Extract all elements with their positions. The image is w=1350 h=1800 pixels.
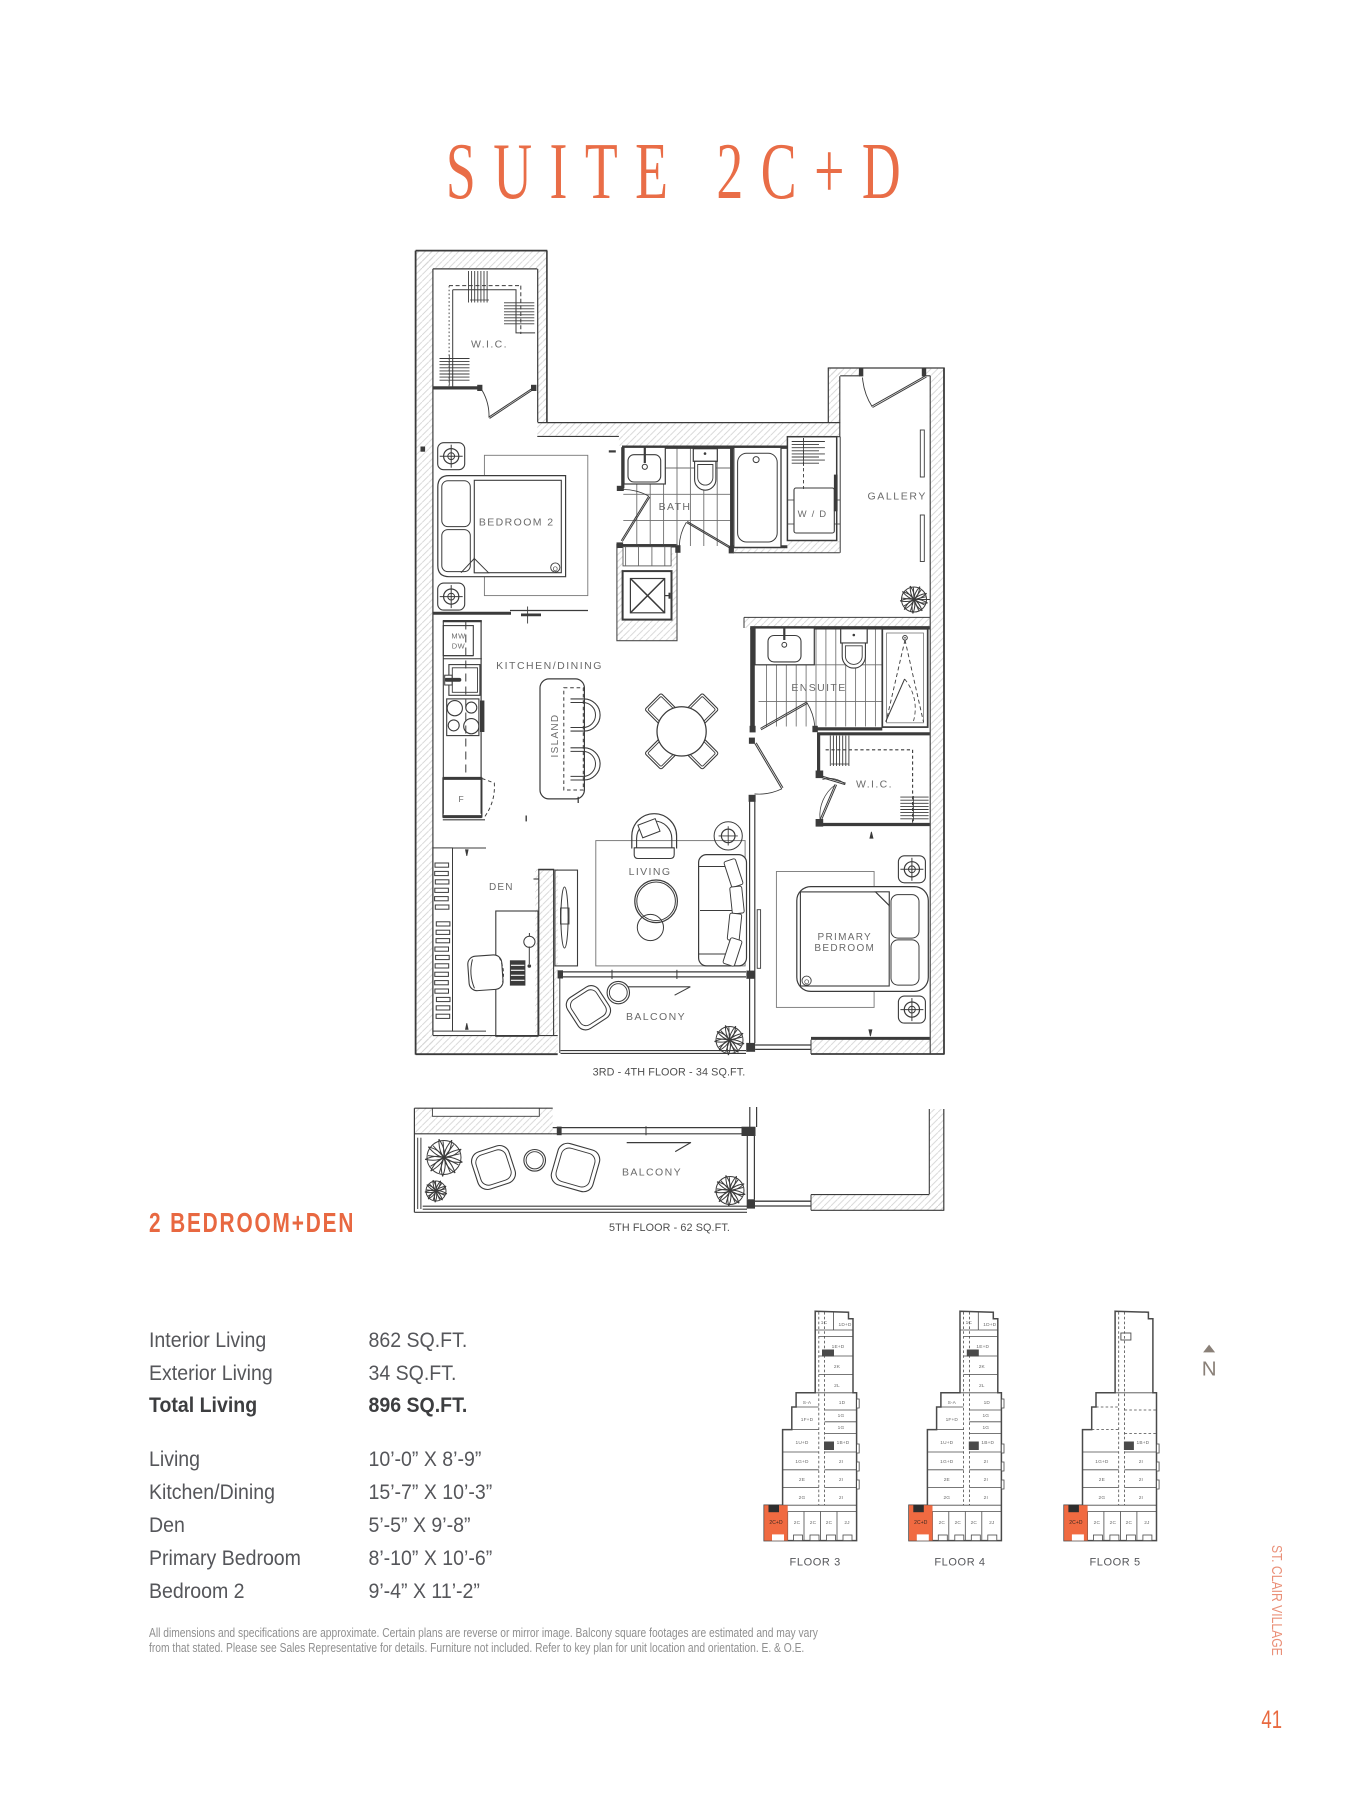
svg-text:1E+D: 1E+D <box>832 1344 845 1350</box>
svg-text:2C: 2C <box>794 1520 801 1526</box>
svg-text:2I: 2I <box>984 1495 988 1501</box>
svg-text:F: F <box>458 794 464 804</box>
svg-text:2G: 2G <box>1099 1495 1106 1501</box>
svg-text:2G: 2G <box>799 1495 806 1501</box>
svg-text:1D+D: 1D+D <box>983 1322 996 1328</box>
svg-text:2L: 2L <box>834 1383 840 1389</box>
svg-text:KITCHEN/DINING: KITCHEN/DINING <box>496 660 603 672</box>
svg-text:S-A: S-A <box>948 1400 957 1406</box>
svg-text:LIVING: LIVING <box>629 866 672 878</box>
svg-text:2C+D: 2C+D <box>769 1520 783 1526</box>
svg-text:MW: MW <box>451 632 466 641</box>
svg-text:1U+D: 1U+D <box>940 1440 953 1446</box>
svg-text:2E: 2E <box>944 1477 950 1483</box>
svg-text:2L: 2L <box>979 1383 985 1389</box>
svg-text:FLOOR 3: FLOOR 3 <box>790 1557 841 1569</box>
svg-text:1G+D: 1G+D <box>940 1459 954 1465</box>
svg-text:W.I.C.: W.I.C. <box>471 339 508 351</box>
svg-text:2I: 2I <box>1139 1495 1143 1501</box>
svg-text:2C: 2C <box>1110 1520 1117 1526</box>
svg-text:2I: 2I <box>839 1459 843 1465</box>
svg-text:1E+D: 1E+D <box>976 1344 989 1350</box>
svg-text:1D: 1D <box>839 1400 846 1406</box>
svg-text:ISLAND: ISLAND <box>550 714 561 758</box>
svg-text:1B+D: 1B+D <box>1137 1440 1150 1446</box>
svg-text:2K: 2K <box>979 1364 986 1370</box>
svg-text:2I: 2I <box>839 1495 843 1501</box>
svg-text:N: N <box>1202 1358 1217 1381</box>
svg-text:FLOOR 5: FLOOR 5 <box>1089 1557 1140 1569</box>
svg-text:1F+D: 1F+D <box>801 1417 814 1423</box>
svg-text:DW: DW <box>452 642 466 651</box>
svg-text:2J: 2J <box>989 1520 995 1526</box>
svg-text:1D: 1D <box>984 1400 991 1406</box>
svg-text:2C: 2C <box>939 1520 946 1526</box>
svg-text:BEDROOM 2: BEDROOM 2 <box>479 517 555 529</box>
svg-text:2G: 2G <box>943 1495 950 1501</box>
svg-text:2I: 2I <box>984 1459 988 1465</box>
svg-text:2I: 2I <box>1139 1459 1143 1465</box>
svg-text:2K: 2K <box>834 1364 841 1370</box>
svg-text:ENSUITE: ENSUITE <box>791 682 846 694</box>
svg-text:Q: Q <box>553 566 558 573</box>
svg-text:2E: 2E <box>1099 1477 1105 1483</box>
svg-text:BALCONY: BALCONY <box>626 1011 686 1023</box>
svg-text:2J: 2J <box>844 1520 850 1526</box>
svg-text:1B+D: 1B+D <box>981 1440 994 1446</box>
svg-text:W.I.C.: W.I.C. <box>856 779 893 791</box>
svg-text:PRIMARY: PRIMARY <box>818 932 872 943</box>
svg-text:BATH: BATH <box>659 501 692 513</box>
svg-text:2I: 2I <box>984 1477 988 1483</box>
svg-text:1G+D: 1G+D <box>795 1459 809 1465</box>
svg-text:2C+D: 2C+D <box>914 1520 928 1526</box>
svg-text:1F+D: 1F+D <box>946 1417 959 1423</box>
svg-text:1D+D: 1D+D <box>839 1322 852 1328</box>
svg-text:2J: 2J <box>1144 1520 1150 1526</box>
svg-text:3RD - 4TH FLOOR - 34 SQ.FT.: 3RD - 4TH FLOOR - 34 SQ.FT. <box>593 1067 746 1079</box>
svg-text:2C: 2C <box>826 1520 833 1526</box>
svg-text:1B+D: 1B+D <box>837 1440 850 1446</box>
svg-text:1G+D: 1G+D <box>1095 1459 1109 1465</box>
svg-text:1C: 1C <box>966 1320 973 1326</box>
svg-text:DEN: DEN <box>489 882 514 893</box>
svg-text:FLOOR 4: FLOOR 4 <box>934 1557 985 1569</box>
svg-text:2C: 2C <box>1094 1520 1101 1526</box>
svg-text:1G: 1G <box>982 1425 989 1431</box>
svg-text:Q: Q <box>804 979 809 986</box>
svg-text:1U+D: 1U+D <box>796 1440 809 1446</box>
svg-text:2I: 2I <box>839 1477 843 1483</box>
svg-text:1G: 1G <box>838 1413 845 1419</box>
svg-text:BALCONY: BALCONY <box>622 1167 682 1179</box>
svg-text:GALLERY: GALLERY <box>867 491 926 503</box>
svg-text:2C: 2C <box>955 1520 962 1526</box>
svg-text:W / D: W / D <box>798 509 828 520</box>
svg-text:BEDROOM: BEDROOM <box>814 943 875 954</box>
svg-text:2C: 2C <box>971 1520 978 1526</box>
svg-text:1C: 1C <box>821 1320 828 1326</box>
svg-text:2C: 2C <box>810 1520 817 1526</box>
svg-text:5TH FLOOR - 62 SQ.FT.: 5TH FLOOR - 62 SQ.FT. <box>609 1222 730 1234</box>
svg-text:2I: 2I <box>1139 1477 1143 1483</box>
svg-text:1G: 1G <box>838 1425 845 1431</box>
svg-text:1G: 1G <box>982 1413 989 1419</box>
svg-text:2E: 2E <box>799 1477 805 1483</box>
svg-text:S-A: S-A <box>803 1400 812 1406</box>
svg-text:2C: 2C <box>1126 1520 1133 1526</box>
svg-text:2C+D: 2C+D <box>1069 1520 1083 1526</box>
